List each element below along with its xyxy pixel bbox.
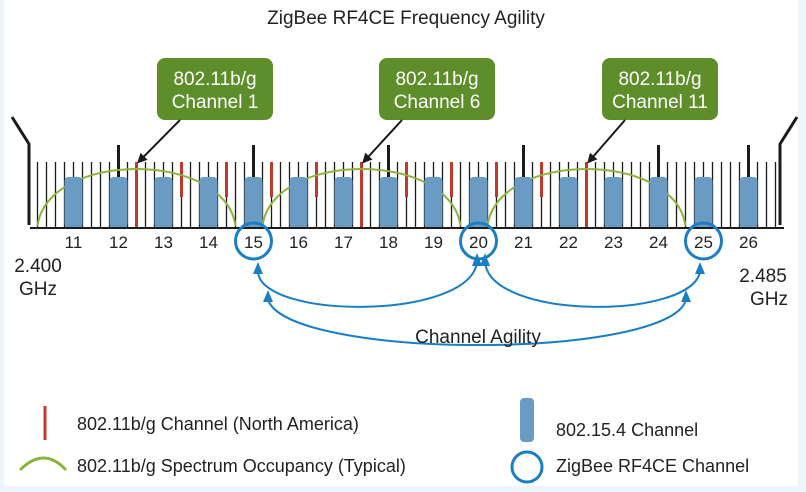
channel-label: 20 [469,233,488,252]
channel-label: 12 [109,233,128,252]
legend-zigbee-channel-label: 802.15.4 Channel [556,420,698,440]
spectrum-occupancy-arc [261,168,462,227]
channel-agility-arrows [257,261,701,346]
callout-box [157,58,273,120]
legend-spectrum-occupancy-icon [18,456,68,472]
agility-arc-outer [267,299,687,346]
spectrum-occupancy-arcs [36,168,687,227]
rf4ce-circle-25 [684,221,723,261]
callout-line1: 802.11b/g [173,69,256,90]
callout-pointer-arrow [587,119,626,164]
legend-rf4ce-channel-label: ZigBee RF4CE Channel [556,456,749,476]
zigbee-channel-bars [64,177,758,228]
rf4ce-circle-15 [234,221,273,261]
legend-zigbee-channel-icon [520,398,534,442]
end-freq-value: 2.485 [739,266,787,287]
channel-bar-24 [649,177,668,228]
agility-arrowheads [253,253,705,302]
channel-label: 22 [559,233,578,252]
channel-bar-17 [334,177,353,228]
legend-spectrum-occupancy-label: 802.11b/g Spectrum Occupancy (Typical) [77,456,406,476]
channel-label: 23 [604,233,623,252]
spectrum-occupancy-arc [486,168,687,227]
channel-label: 13 [154,233,173,252]
band-start-wall [10,116,31,225]
spectrum-occupancy-arc [36,168,237,227]
channel-bar-11 [64,177,83,228]
agility-arc-20-25 [484,261,701,308]
callout-line2: Channel 1 [172,92,259,113]
callout-pointer-arrow [137,119,181,164]
channel-label: 26 [739,233,758,252]
start-freq-unit: GHz [19,279,57,300]
channel-label: 21 [514,233,533,252]
channel-bar-16 [289,177,308,228]
arrowhead-icon [681,290,691,302]
channel-bar-12 [109,177,128,228]
callout-line2: Channel 11 [612,92,708,113]
wifi-channel-lines [135,162,588,228]
callout-line2: Channel 6 [394,92,481,113]
channel-bar-13 [154,177,173,228]
channel-bar-18 [379,177,398,228]
channel-label: 16 [289,233,308,252]
channel-label: 11 [65,233,83,252]
arrowhead-icon [695,262,705,274]
band-end-wall [778,116,799,225]
channel-bar-14 [199,177,218,228]
diagram-title: ZigBee RF4CE Frequency Agility [267,8,545,29]
channel-bar-25 [694,177,713,228]
callout-box [379,58,495,120]
channel-bar-23 [604,177,623,228]
callout-line1: 802.11b/g [395,69,478,90]
start-freq-value: 2.400 [14,256,62,277]
channel-agility-label: Channel Agility [415,327,541,348]
legend: 802.11b/g Channel (North America) 802.11… [18,398,749,484]
arrowhead-icon [263,290,273,302]
legend-rf4ce-channel-icon [510,450,544,484]
channel-label: 19 [424,233,443,252]
channel-label: 18 [379,233,398,252]
channel-label: 25 [694,233,713,252]
end-freq-unit: GHz [750,289,788,310]
channel-bar-19 [424,177,443,228]
channel-bar-22 [559,177,578,228]
agility-arc-15-20 [257,261,478,308]
channel-labels: 11 12 13 14 15 16 17 18 19 20 21 22 23 24 25 26 [65,233,758,252]
channel-label: 24 [649,233,668,252]
channel-label: 14 [199,233,218,252]
channel-bar-20 [469,177,488,228]
channel-bar-21 [514,177,533,228]
arrowhead-icon [472,253,482,266]
channel-label: 17 [334,233,353,252]
callout-box [602,58,718,120]
callout-line1: 802.11b/g [618,69,701,90]
channel-label: 15 [244,233,263,252]
legend-wifi-channel-label: 802.11b/g Channel (North America) [77,414,359,434]
channel-bar-15 [244,177,263,228]
callout-pointer-arrow [362,119,403,164]
arrowhead-icon [253,262,263,274]
arrowhead-icon [480,253,490,266]
channel-bar-26 [739,177,758,228]
